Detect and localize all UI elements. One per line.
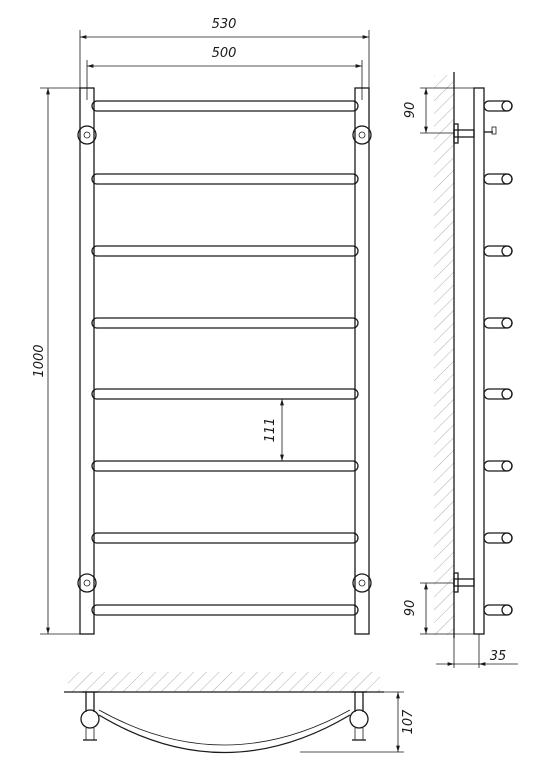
mount-top-left xyxy=(77,125,97,145)
peg xyxy=(483,604,513,616)
peg xyxy=(483,460,513,472)
crossbar xyxy=(91,532,359,544)
bracket-bottom xyxy=(453,572,475,593)
top-wall-hatching xyxy=(68,672,380,692)
dim-bottom-offset-label: 90 xyxy=(403,600,418,617)
curved-bar xyxy=(98,714,351,754)
dim-overall-width: 530 xyxy=(79,17,370,88)
side-rail xyxy=(473,87,485,635)
dim-overall-width-label: 530 xyxy=(212,17,237,32)
standoff-left xyxy=(82,691,98,712)
dim-arc-depth: 107 xyxy=(300,691,416,753)
crossbar xyxy=(91,604,359,616)
crossbar xyxy=(91,460,359,472)
bracket-top xyxy=(453,123,475,144)
peg xyxy=(483,100,513,112)
dim-arc-depth-label: 107 xyxy=(401,709,416,735)
dim-axis-width-label: 500 xyxy=(212,46,237,61)
dim-axis-width: 500 xyxy=(86,46,363,100)
curved-bar-inner xyxy=(98,709,351,746)
air-valve xyxy=(484,126,497,135)
standoff-right xyxy=(351,691,367,712)
dim-wall-depth: 35 xyxy=(436,634,518,668)
top-view: 107 xyxy=(64,672,416,754)
peg xyxy=(483,317,513,329)
side-view: 90 90 35 xyxy=(403,72,518,668)
dim-top-offset-label: 90 xyxy=(403,102,418,119)
peg xyxy=(483,173,513,185)
crossbar xyxy=(91,100,359,112)
dim-overall-height-label: 1000 xyxy=(32,344,47,377)
rail-end-right xyxy=(349,709,369,741)
dim-bar-spacing-label: 111 xyxy=(263,418,278,443)
dim-wall-depth-label: 35 xyxy=(490,649,507,664)
crossbar xyxy=(91,245,359,257)
right-rail xyxy=(354,87,370,635)
wall-hatching xyxy=(434,75,454,635)
peg xyxy=(483,388,513,400)
mount-bottom-right xyxy=(352,573,372,593)
mount-bottom-left xyxy=(77,573,97,593)
dim-overall-height: 1000 xyxy=(32,87,80,635)
crossbar xyxy=(91,388,359,400)
dim-bottom-offset: 90 xyxy=(403,582,474,635)
peg xyxy=(483,532,513,544)
rail-end-left xyxy=(80,709,100,741)
left-rail xyxy=(79,87,95,635)
crossbar xyxy=(91,173,359,185)
dim-bar-spacing: 111 xyxy=(263,399,284,461)
peg xyxy=(483,245,513,257)
dim-top-offset: 90 xyxy=(403,87,474,134)
front-view: 530 500 1000 111 xyxy=(32,17,372,635)
crossbar xyxy=(91,317,359,329)
mount-top-right xyxy=(352,125,372,145)
